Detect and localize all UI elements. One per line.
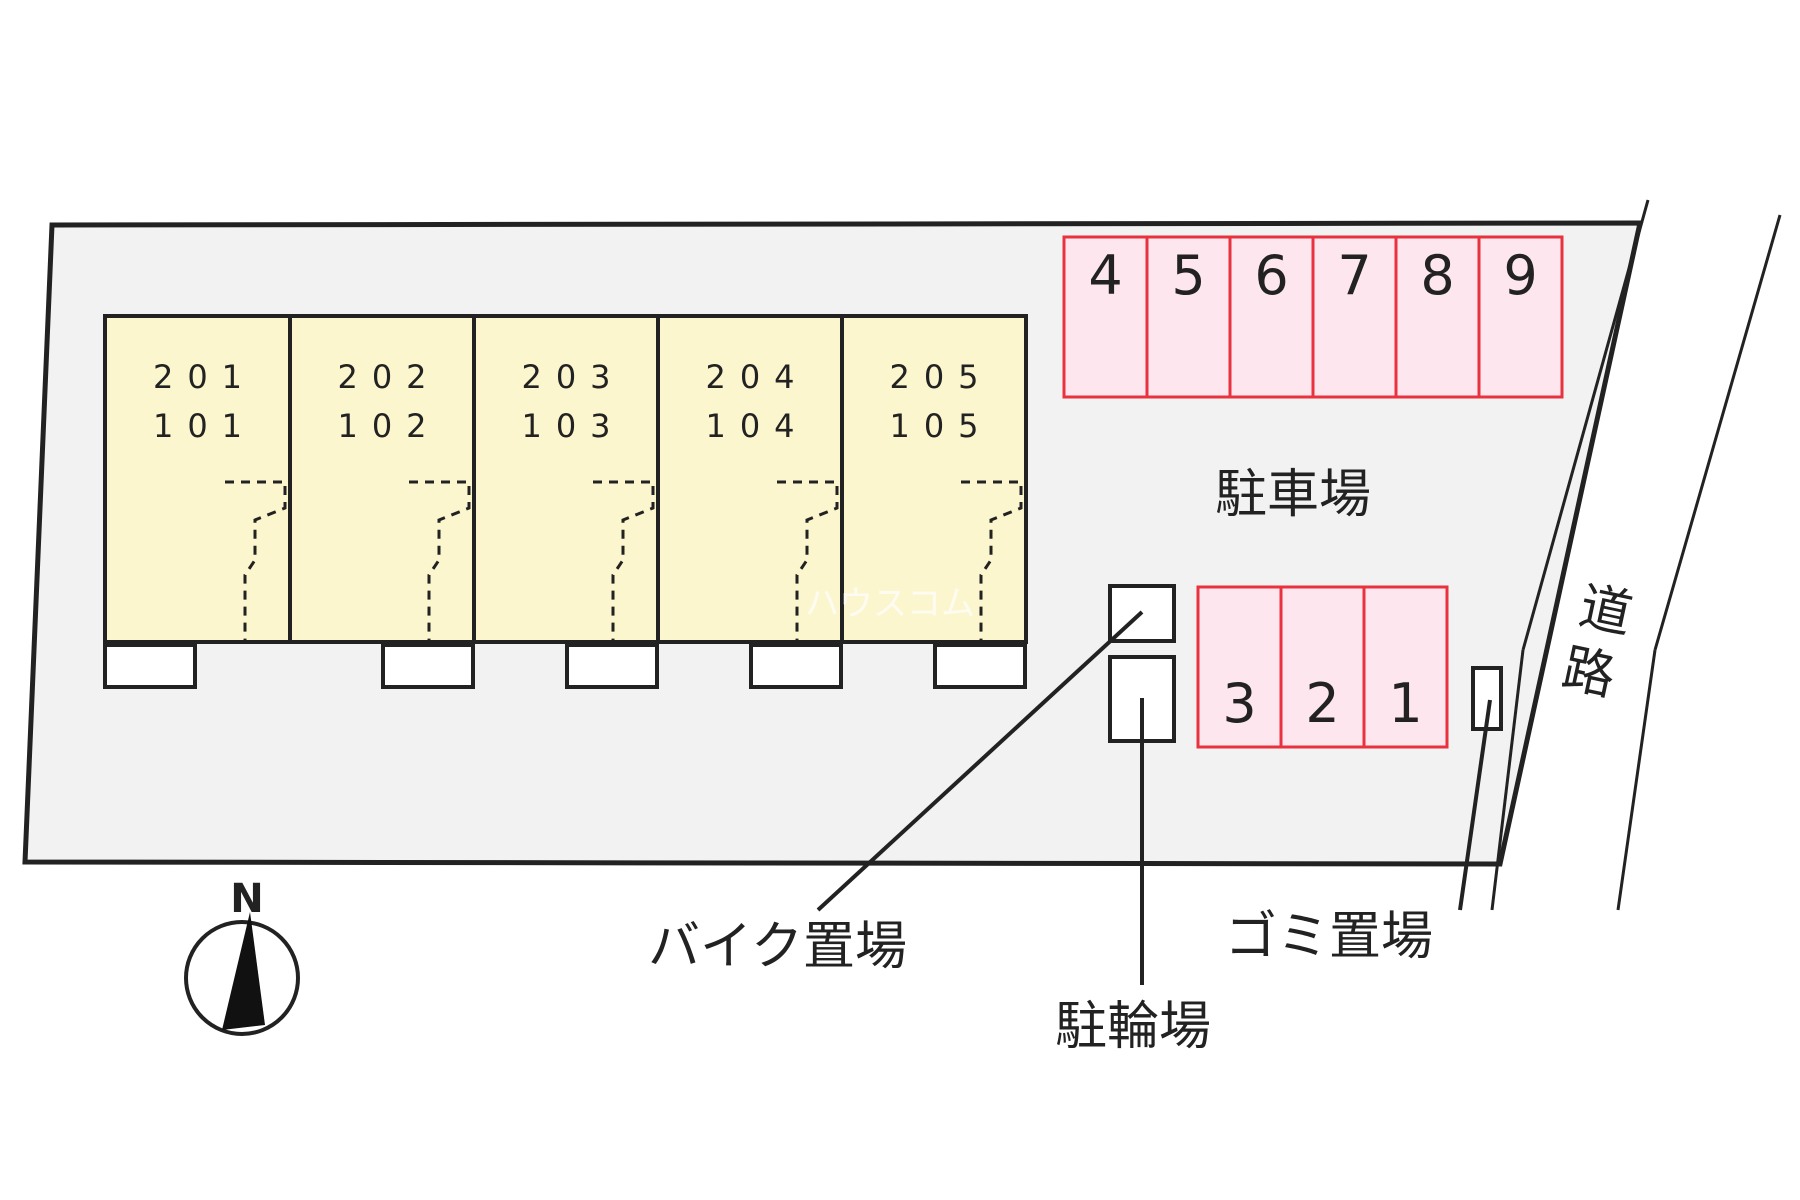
parking-space-number: 4 (1088, 244, 1122, 307)
parking-space-number: 3 (1222, 672, 1256, 735)
parking-space-number: 2 (1305, 672, 1339, 735)
bike-parking-label: バイク置場 (648, 917, 907, 977)
unit-number-lower: 105 (889, 407, 992, 445)
parking-space (1362, 585, 1449, 749)
parking-space (1228, 235, 1315, 399)
unit-block (288, 314, 476, 644)
unit-number-upper: 202 (337, 358, 440, 396)
parking-space (1062, 235, 1149, 399)
unit-number-upper: 205 (889, 358, 992, 396)
parking-space-number: 1 (1388, 672, 1422, 735)
unit-number-lower: 101 (153, 407, 256, 445)
unit-floorplan-dash (961, 480, 1023, 642)
parking-space (1477, 235, 1564, 399)
road-label-char-2: 路 (1557, 638, 1620, 708)
unit-block (656, 314, 844, 644)
compass-needle-icon (222, 912, 265, 1030)
unit-balcony (103, 643, 197, 689)
parking-space (1145, 235, 1232, 399)
garbage-area-label: ゴミ置場 (1225, 907, 1433, 967)
unit-balcony (565, 643, 659, 689)
unit-block (840, 314, 1028, 644)
unit-balcony (749, 643, 843, 689)
unit-number-upper: 201 (153, 358, 256, 396)
road-label-char-1: 道 (1574, 576, 1637, 646)
compass-north-label: N (230, 876, 263, 922)
parking-space (1311, 235, 1398, 399)
unit-floorplan-dash (225, 480, 287, 642)
unit-number-lower: 103 (521, 407, 624, 445)
callout-leader-lines (816, 610, 1492, 985)
unit-floorplan-dash (409, 480, 471, 642)
road-edge-lines (1490, 199, 1782, 911)
unit-floorplan-dash (777, 480, 839, 642)
parking-space (1279, 585, 1366, 749)
north-compass: N (184, 876, 300, 1036)
parking-space-number: 9 (1503, 244, 1537, 307)
parking-space-number: 7 (1337, 244, 1371, 307)
unit-balcony (381, 643, 475, 689)
parking-space-number: 5 (1171, 244, 1205, 307)
unit-number-upper: 204 (705, 358, 808, 396)
parking-space-number: 8 (1420, 244, 1454, 307)
parking-area-label: 駐車場 (1215, 465, 1371, 525)
unit-floorplan-dash (593, 480, 655, 642)
unit-number-upper: 203 (521, 358, 624, 396)
unit-balcony (933, 643, 1027, 689)
unit-number-lower: 104 (705, 407, 808, 445)
unit-number-lower: 102 (337, 407, 440, 445)
parking-space (1394, 235, 1481, 399)
watermark: ハウスコム (805, 584, 975, 624)
parking-space-number: 6 (1254, 244, 1288, 307)
apartment-building: 201 101 202 102 203 103 204 104 205 105 (103, 314, 1028, 689)
bicycle-parking-label: 駐輪場 (1055, 997, 1211, 1057)
